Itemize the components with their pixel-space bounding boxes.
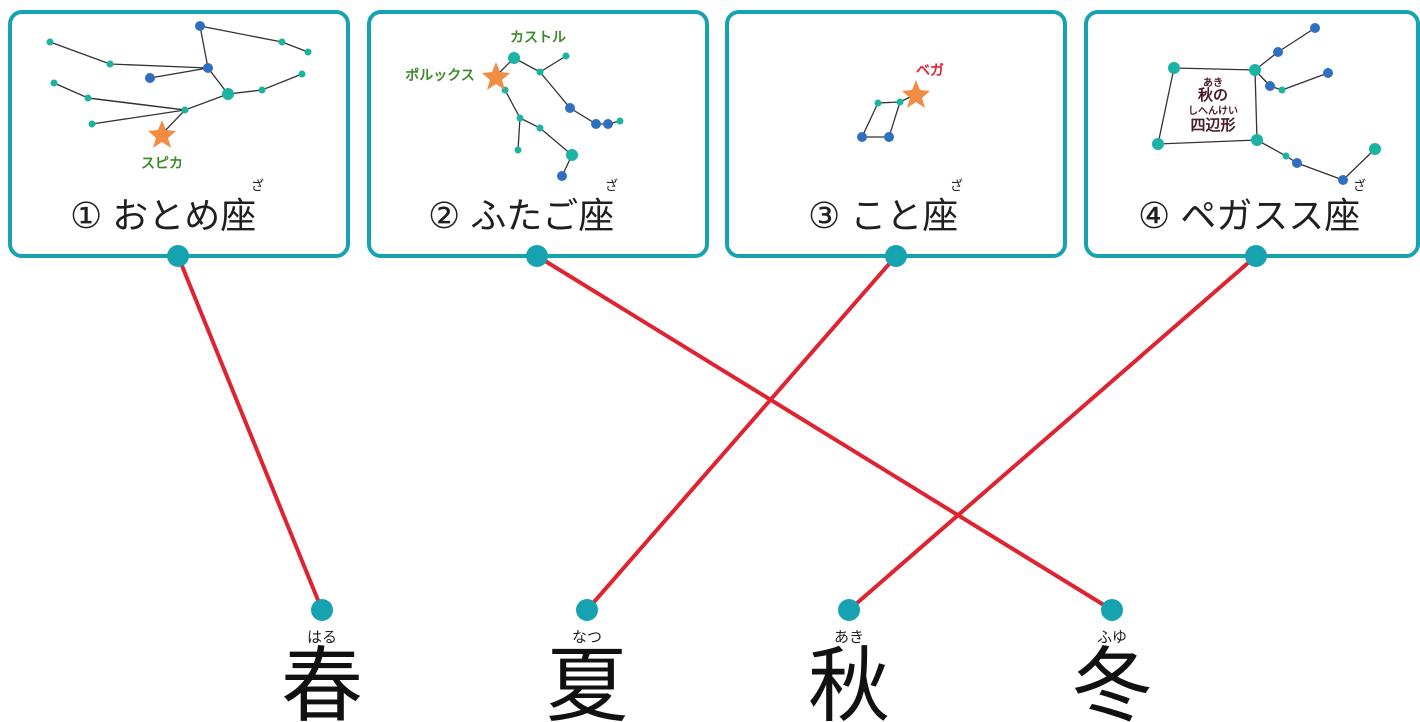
answer-line (535, 254, 1114, 612)
star-label-spica: スピカ (141, 156, 183, 172)
answer-line (176, 254, 324, 612)
season-winter: ふゆ 冬 (1071, 628, 1153, 722)
ruby-za: ざ (605, 178, 618, 194)
card-dot-virgo[interactable] (167, 245, 189, 267)
season-ruby: あき (834, 628, 864, 646)
season-ruby: はる (307, 628, 337, 646)
card-dot-pegasus[interactable] (1245, 245, 1267, 267)
season-dot-spring[interactable] (311, 599, 333, 621)
season-ruby: なつ (572, 628, 602, 646)
season-dot-winter[interactable] (1101, 599, 1123, 621)
bottom-dots (311, 599, 1123, 621)
asterism-ruby2: しへんけい (1188, 105, 1238, 117)
asterism-ruby: あき (1203, 76, 1223, 89)
ruby-za: ざ (1353, 178, 1366, 194)
star-icon (148, 120, 176, 148)
answer-line (847, 254, 1258, 612)
answer-lines (176, 254, 1258, 612)
card-dot-lyra[interactable] (885, 245, 907, 267)
season-kanji: 春 (281, 639, 363, 722)
ruby-za: ざ (950, 178, 963, 194)
lyra-stars (857, 80, 930, 142)
star-label-castor: カストル (510, 30, 566, 46)
top-dots (167, 245, 1267, 267)
star-label-vega: ベガ (916, 63, 944, 79)
season-autumn: あき 秋 (808, 628, 890, 722)
season-summer: なつ 夏 (546, 628, 628, 722)
season-spring: はる 春 (281, 628, 363, 722)
pegasus-stars (1152, 23, 1381, 185)
card-dot-gemini[interactable] (526, 245, 548, 267)
star-icon (902, 80, 930, 108)
season-kanji: 夏 (546, 639, 628, 722)
season-ruby: ふゆ (1097, 628, 1127, 646)
gemini-stars (482, 52, 624, 181)
asterism-line2: 四辺形 (1190, 116, 1235, 134)
season-kanji: 冬 (1071, 639, 1153, 722)
season-kanji: 秋 (808, 639, 890, 722)
answer-line (585, 254, 898, 612)
virgo-stars (46, 21, 312, 148)
season-dot-summer[interactable] (576, 599, 598, 621)
star-icon (482, 62, 510, 90)
season-dot-autumn[interactable] (838, 599, 860, 621)
asterism-line1: 秋の (1198, 86, 1228, 104)
star-label-pollux: ポルックス (405, 67, 475, 84)
ruby-za: ざ (251, 178, 264, 194)
